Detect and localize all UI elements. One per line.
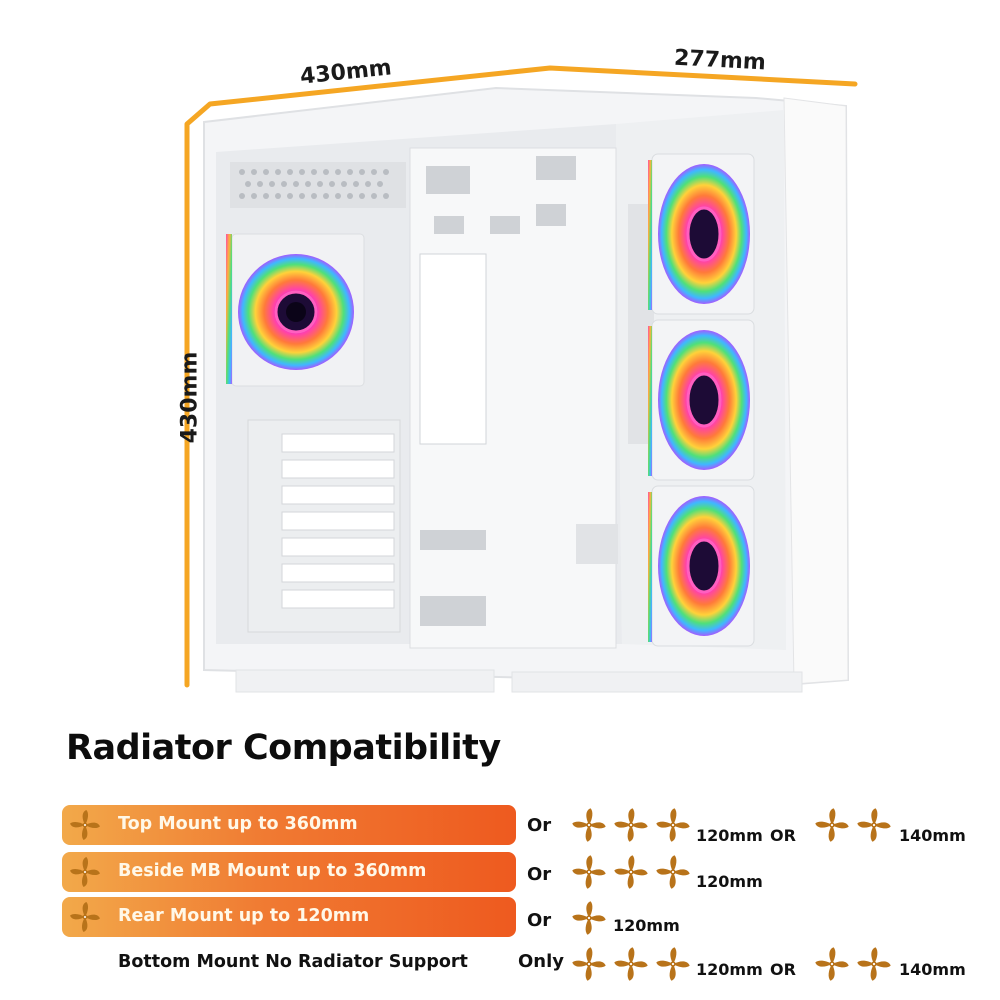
fan-icon <box>614 808 648 842</box>
beside-mb-size-120: 120mm <box>696 872 763 891</box>
top-mount-size-140: 140mm <box>899 826 966 845</box>
rear-mount-connector: Or <box>527 910 552 931</box>
beside-mb-mount-bar: Beside MB Mount up to 360mm <box>62 852 516 892</box>
fan-icon <box>70 902 100 932</box>
rear-mount-size-120: 120mm <box>613 916 680 935</box>
rear-mount-label: Rear Mount up to 120mm <box>118 906 370 926</box>
fan-icon <box>656 808 690 842</box>
bottom-mount-connector: Only <box>518 951 565 972</box>
fan-icon <box>70 857 100 887</box>
bottom-mount-size-120: 120mm <box>696 960 763 979</box>
fan-icon <box>815 808 849 842</box>
fan-icon <box>857 808 891 842</box>
fan-icon <box>572 947 606 981</box>
bottom-mount-label: Bottom Mount No Radiator Support <box>118 952 468 972</box>
top-mount-bar: Top Mount up to 360mm <box>62 805 516 845</box>
beside-mb-connector: Or <box>527 864 552 885</box>
bottom-mount-size-140: 140mm <box>899 960 966 979</box>
top-mount-connector: Or <box>527 815 552 836</box>
fan-icon <box>614 947 648 981</box>
rear-mount-bar: Rear Mount up to 120mm <box>62 897 516 937</box>
fan-icon <box>815 947 849 981</box>
top-mount-size-120: 120mm <box>696 826 763 845</box>
beside-mb-mount-label: Beside MB Mount up to 360mm <box>118 861 427 881</box>
fan-icon <box>656 855 690 889</box>
fan-icon <box>572 855 606 889</box>
fan-icon <box>614 855 648 889</box>
fan-icon <box>572 901 606 935</box>
pc-case-illustration <box>203 86 850 693</box>
top-mount-label: Top Mount up to 360mm <box>118 814 358 834</box>
top-mount-or: OR <box>770 826 796 845</box>
fan-icon <box>857 947 891 981</box>
fan-icon <box>572 808 606 842</box>
section-heading: Radiator Compatibility <box>66 728 501 768</box>
width-dimension-label: 277mm <box>673 45 767 76</box>
bottom-mount-or: OR <box>770 960 796 979</box>
fan-icon <box>656 947 690 981</box>
fan-icon <box>70 810 100 840</box>
